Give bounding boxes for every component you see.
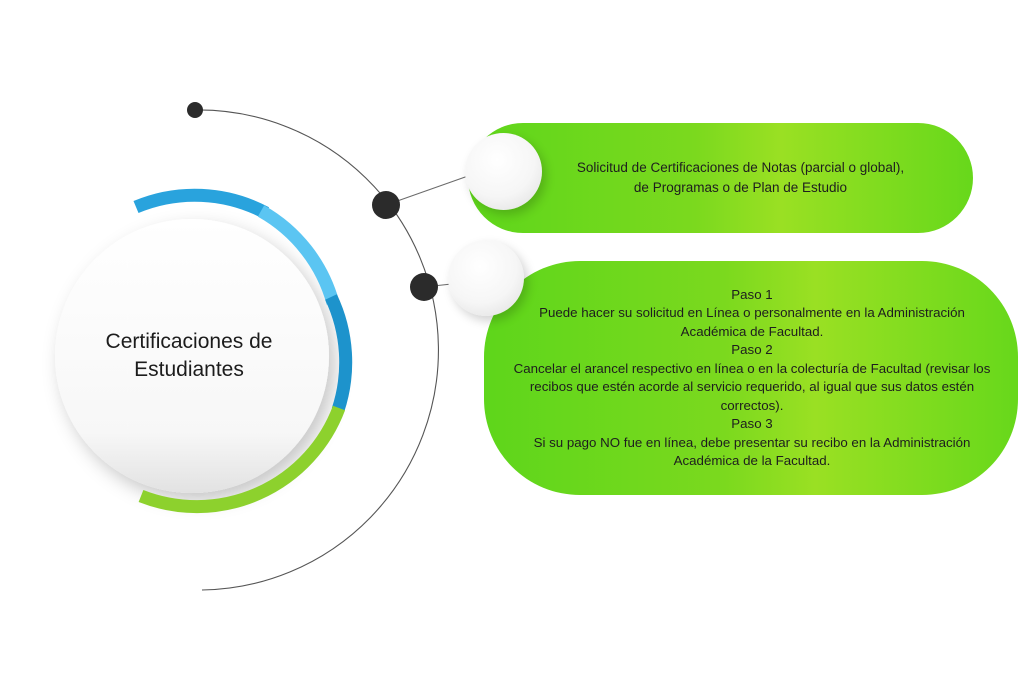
pill1-line: Solicitud de Certificaciones de Notas (p… <box>576 160 905 175</box>
ring-segment-light-blue <box>257 205 340 305</box>
step3-text: Académica de la Facultad. <box>673 453 831 468</box>
hub-title-line-2: Estudiantes <box>134 358 244 381</box>
ring-segment-blue-2 <box>325 294 353 413</box>
step1-text: Puede hacer su solicitud en Línea o pers… <box>539 305 965 320</box>
step1-text: Académica de Facultad. <box>680 323 824 339</box>
hub-title-line-1: Certificaciones de <box>105 330 273 353</box>
bubble-2 <box>448 240 524 316</box>
step3-heading: Paso 3 <box>731 416 773 431</box>
node-dot-1 <box>372 191 400 219</box>
hub-title: Certificaciones de Estudiantes <box>74 328 304 384</box>
step2-text: correctos). <box>720 397 784 413</box>
ring-segment-blue <box>133 188 270 219</box>
node-dot-2 <box>410 273 438 301</box>
bubble-1 <box>465 133 542 210</box>
step2-heading: Paso 2 <box>731 342 773 357</box>
info-pill-steps: Paso 1 Puede hacer su solicitud en Línea… <box>484 261 1018 495</box>
step2-text: Cancelar el arancel respectivo en línea … <box>513 360 991 376</box>
arc-start-dot <box>187 102 203 118</box>
step3-text: Si su pago NO fue en línea, debe present… <box>533 434 971 450</box>
step1-heading: Paso 1 <box>731 286 773 302</box>
info-pill-certifications: Solicitud de Certificaciones de Notas (p… <box>468 123 973 233</box>
ring-segment-green <box>138 405 346 514</box>
outer-arc <box>194 109 440 591</box>
pill1-line: de Programas o de Plan de Estudio <box>633 180 848 195</box>
hub-circle <box>55 219 329 493</box>
step2-text: recibos que estén acorde al servicio req… <box>529 379 975 394</box>
